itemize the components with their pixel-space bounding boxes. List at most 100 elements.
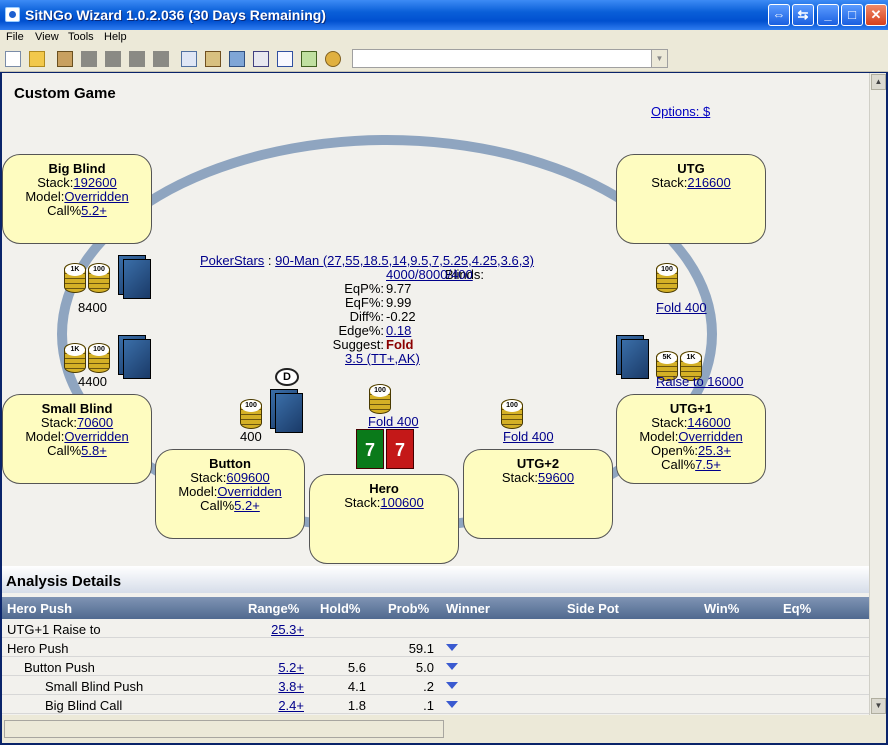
column-header[interactable]: Side Pot [567,601,620,616]
call-value[interactable]: 5.8+ [81,443,107,458]
utg2-action-link[interactable]: Fold 400 [503,429,554,444]
expand-arrow-icon[interactable] [446,682,458,689]
model-value[interactable]: Overridden [217,484,282,499]
menu-help[interactable]: Help [104,31,127,43]
settings-gear-icon[interactable] [325,51,341,67]
eqf-label: EqF%: [344,295,384,310]
call-label: Call% [200,498,235,513]
seat-utg1[interactable]: UTG+1 Stack:146000 Model:Overridden Open… [616,394,766,484]
site-link[interactable]: PokerStars [200,253,265,268]
menu-bar: File View Tools Help [0,30,888,46]
maximize-button[interactable]: □ [841,4,863,26]
column-header[interactable]: Eq% [783,601,812,616]
open-label: Open%: [651,443,699,458]
table-row[interactable]: Hero Push 59.1 [2,638,869,657]
model-value[interactable]: Overridden [64,189,129,204]
seat-small-blind[interactable]: Small Blind Stack:70600 Model:Overridden… [2,394,152,484]
page-title: Custom Game [14,85,116,102]
edit-icon[interactable] [301,51,317,67]
vertical-scrollbar[interactable]: ▲ ▼ [869,73,886,715]
structure-link[interactable]: 90-Man (27,55,18.5,14,9.5,7,5.25,4.25,3.… [275,253,534,268]
scroll-down-icon[interactable]: ▼ [871,698,886,714]
range-value[interactable]: 5.2+ [278,660,304,675]
model-label: Model: [25,429,65,444]
new-file-icon[interactable] [5,51,21,67]
seat-utg[interactable]: UTG Stack:216600 [616,154,766,244]
column-header[interactable]: Hold% [320,601,361,616]
edge-value[interactable]: 0.18 [386,323,412,338]
seat-button[interactable]: Button Stack:609600 Model:Overridden Cal… [155,449,305,539]
column-header[interactable]: Prob% [388,601,430,616]
minimize-button[interactable]: _ [817,4,839,26]
card-back-icon [118,255,152,299]
prob-value: .1 [423,698,434,713]
table-row[interactable]: Button Push 5.2+ 5.6 5.0 [2,657,869,676]
expand-arrow-icon[interactable] [446,644,458,651]
menu-view[interactable]: View [35,31,59,43]
expand-arrow-icon[interactable] [446,701,458,708]
blinds-value[interactable]: 4000/8000/400 [386,267,473,282]
open-folder-icon[interactable] [29,51,45,67]
range-value[interactable]: 3.8+ [278,679,304,694]
menu-file[interactable]: File [6,31,24,43]
close-button[interactable]: ✕ [865,4,887,26]
expand-arrow-icon[interactable] [446,663,458,670]
seat-name: UTG+2 [516,456,560,471]
disabled-tool-icon[interactable] [129,51,145,67]
column-header[interactable]: Win% [704,601,740,616]
stack-value[interactable]: 59600 [537,470,575,485]
column-header[interactable]: Range% [248,601,300,616]
hero-hole-cards: 7 7 [356,429,416,469]
range-link[interactable]: 3.5 (TT+,AK) [345,351,420,366]
help-arrows-icon[interactable]: ⇔ [768,4,790,26]
stack-label: Stack: [501,470,538,485]
range-value[interactable]: 2.4+ [278,698,304,713]
seat-hero[interactable]: Hero Stack:100600 [309,474,459,564]
disabled-tool-icon[interactable] [105,51,121,67]
disabled-tool-icon[interactable] [153,51,169,67]
chip-stack-icon: 100 [88,263,110,293]
main-panel: Custom Game Options: $ Big Blind Stack:1… [2,73,869,715]
table-row[interactable]: UTG+1 Raise to 25.3+ [2,619,869,638]
table-row[interactable]: Small Blind Push 3.8+ 4.1 .2 [2,676,869,695]
seat-big-blind[interactable]: Big Blind Stack:192600 Model:Overridden … [2,154,152,244]
seat-name: Small Blind [41,401,113,416]
options-link[interactable]: Options: $ [651,104,711,119]
chart-icon[interactable] [277,51,293,67]
stack-value[interactable]: 146000 [687,415,731,430]
seat-utg2[interactable]: UTG+2 Stack:59600 [463,449,613,539]
open-value[interactable]: 25.3+ [698,443,731,458]
disabled-tool-icon[interactable] [81,51,97,67]
range-value[interactable]: 25.3+ [271,622,304,637]
menu-tools[interactable]: Tools [68,31,94,43]
copy-icon[interactable] [181,51,197,67]
column-header[interactable]: Hero Push [7,601,73,616]
suggest-label: Suggest: [332,337,384,352]
prob-value: .2 [423,679,434,694]
call-value[interactable]: 5.2+ [234,498,260,513]
utg-action-link[interactable]: Fold 400 [656,300,707,315]
hero-action-link[interactable]: Fold 400 [368,414,419,429]
restore-layout-icon[interactable]: ⇆ [792,4,814,26]
model-value[interactable]: Overridden [64,429,129,444]
home-icon[interactable] [57,51,73,67]
table-row[interactable]: Big Blind Call 2.4+ 1.8 .1 [2,695,869,714]
calculator-icon[interactable] [253,51,269,67]
screenshot-icon[interactable] [229,51,245,67]
app-icon[interactable] [5,7,20,22]
stack-value[interactable]: 216600 [687,175,731,190]
game-select-dropdown[interactable]: ▼ [352,49,668,68]
scroll-up-icon[interactable]: ▲ [871,74,886,90]
stack-value[interactable]: 609600 [226,470,270,485]
model-value[interactable]: Overridden [678,429,743,444]
column-header[interactable]: Winner [446,601,490,616]
chevron-down-icon[interactable]: ▼ [651,50,667,67]
call-value[interactable]: 5.2+ [81,203,107,218]
paste-icon[interactable] [205,51,221,67]
stack-value[interactable]: 192600 [73,175,117,190]
stack-value[interactable]: 100600 [380,495,424,510]
call-value[interactable]: 7.5+ [695,457,721,472]
utg1-action-link[interactable]: Raise to 16000 [656,374,744,389]
eqp-value: 9.77 [386,281,412,296]
stack-value[interactable]: 70600 [76,415,114,430]
